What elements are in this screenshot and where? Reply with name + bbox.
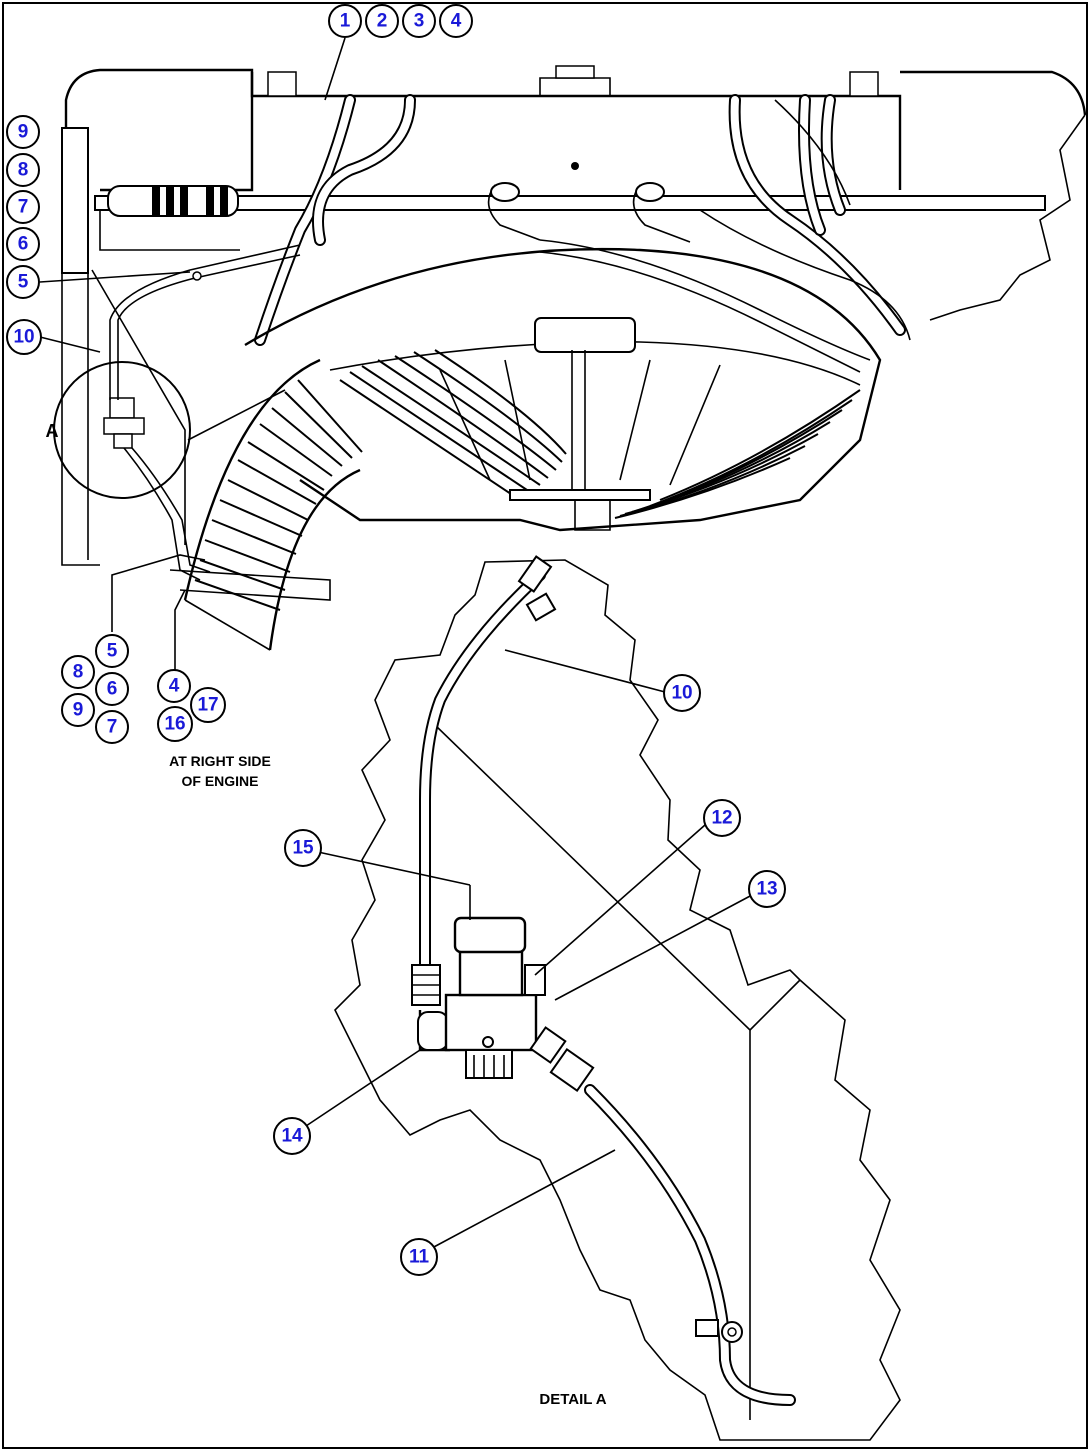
callout-number: 13 [756, 879, 777, 900]
callout-number: 15 [292, 838, 314, 859]
detail-ref-letter: A [46, 421, 59, 441]
callout-number: 16 [164, 714, 185, 735]
callout-bubble: 6 [95, 672, 129, 706]
callout-bubble: 16 [157, 706, 193, 742]
coolant-hose [169, 358, 363, 651]
callout-bubble: 10 [6, 319, 42, 355]
callout-number: 9 [73, 700, 84, 721]
detail-a-callout-circle [53, 244, 301, 581]
callout-bubble: 10 [663, 674, 701, 712]
location-label-line1: AT RIGHT SIDE [169, 753, 271, 769]
callout-bubble: 6 [6, 227, 40, 261]
callout-bubble: 7 [6, 190, 40, 224]
callout-bubble: 14 [273, 1117, 311, 1155]
detail-a-view [302, 555, 901, 1441]
fan-shroud [244, 247, 882, 532]
callout-group-top: 1 2 3 4 [328, 4, 473, 38]
callout-number: 6 [18, 234, 29, 255]
callout-bubble: 11 [400, 1238, 438, 1276]
callout-bubble: 7 [95, 710, 129, 744]
callout-number: 5 [107, 641, 118, 662]
callout-bubble: 1 [328, 4, 362, 38]
callout-bubble: 13 [748, 870, 786, 908]
callout-bubble: 2 [365, 4, 399, 38]
callout-number: 10 [13, 327, 34, 348]
callout-number: 11 [409, 1247, 430, 1268]
callout-number: 10 [671, 683, 692, 704]
callout-number: 1 [340, 11, 351, 32]
radiator-assembly [61, 65, 1087, 566]
callout-group-lower-mid: 4 17 16 [157, 669, 226, 742]
callout-number: 2 [377, 11, 388, 32]
callout-bubble: 17 [190, 687, 226, 723]
callout-number: 6 [107, 679, 118, 700]
callout-number: 12 [711, 808, 732, 829]
callout-number: 7 [107, 717, 118, 738]
callout-bubble: 5 [6, 265, 40, 299]
callout-number: 8 [73, 662, 84, 683]
callout-number: 8 [18, 160, 29, 181]
callout-number: 9 [18, 122, 29, 143]
detail-title: DETAIL A [539, 1391, 606, 1408]
leader-lines-upper [39, 37, 346, 672]
callout-bubble: 9 [6, 115, 40, 149]
callout-bubble: 5 [95, 634, 129, 668]
callout-bubble: 4 [157, 669, 191, 703]
callout-bubble: 8 [61, 655, 95, 689]
callout-bubble: 3 [402, 4, 436, 38]
callout-number: 5 [18, 272, 29, 293]
callout-bubble: 4 [439, 4, 473, 38]
callout-group-detail: 10 12 13 15 14 11 [273, 674, 786, 1276]
callout-bubble: 8 [6, 153, 40, 187]
callout-number: 3 [414, 11, 425, 32]
callout-number: 4 [451, 11, 462, 32]
callout-number: 17 [197, 695, 218, 716]
callout-bubble: 12 [703, 799, 741, 837]
callout-bubble: 9 [61, 693, 95, 727]
callout-bubble: 15 [284, 829, 322, 867]
callout-group-left-stack: 9 8 7 6 5 10 [6, 115, 42, 355]
location-label-line2: OF ENGINE [181, 773, 258, 789]
callout-number: 14 [281, 1126, 303, 1147]
callout-number: 7 [18, 197, 29, 218]
callout-group-lower-left: 5 8 6 9 7 [61, 634, 129, 744]
callout-number: 4 [169, 676, 180, 697]
